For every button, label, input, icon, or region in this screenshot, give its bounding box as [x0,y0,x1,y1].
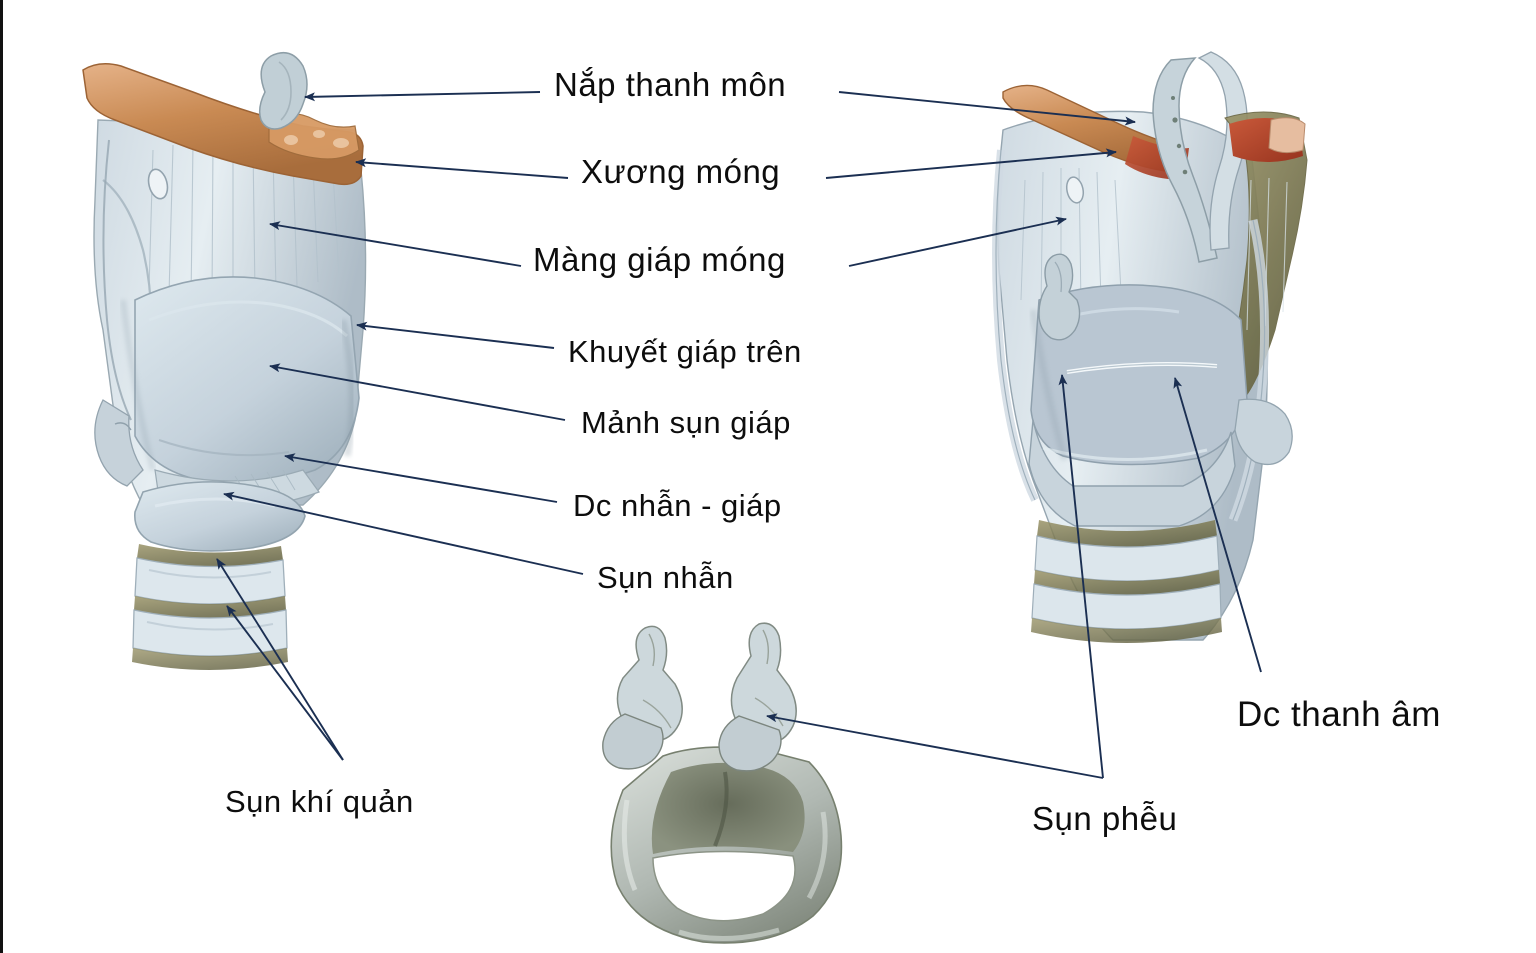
label-cricoid-cartilage: Sụn nhẫn [597,560,734,595]
label-epiglottis: Nắp thanh môn [554,66,787,103]
label-tracheal-cartilage: Sụn khí quản [225,784,414,819]
leader-trachea-upper [216,558,344,761]
leader-superior-notch [356,321,555,349]
leader-arytenoid-center [766,713,1104,779]
leader-thyrohyoid-left [269,221,522,267]
label-cricothyroid-ligament: Dc nhẫn - giáp [573,488,782,523]
label-thyroid-lamina: Mảnh sụn giáp [581,405,791,440]
leader-thyroid-lamina [269,363,566,421]
leader-hyoid-left [355,158,569,179]
label-thyrohyoid-membrane: Màng giáp móng [533,241,786,278]
label-hyoid-bone: Xương móng [581,153,781,190]
leader-thyrohyoid-right [848,216,1067,267]
leader-arytenoid-right [1058,374,1104,779]
leader-epiglottis-left [304,91,541,102]
leader-hyoid-right [825,148,1117,179]
leader-cricothyroid-ligament [284,453,558,503]
leader-cricoid-cartilage [223,491,584,575]
leader-vocal-ligament [1173,377,1262,673]
leader-trachea-lower [226,605,344,761]
label-vocal-ligament: Dc thanh âm [1237,695,1441,734]
label-superior-thyroid-notch: Khuyết giáp trên [568,334,802,369]
leader-lines-layer [216,91,1262,779]
leader-epiglottis-right [838,91,1136,126]
label-arytenoid-cartilage: Sụn phễu [1032,800,1178,837]
